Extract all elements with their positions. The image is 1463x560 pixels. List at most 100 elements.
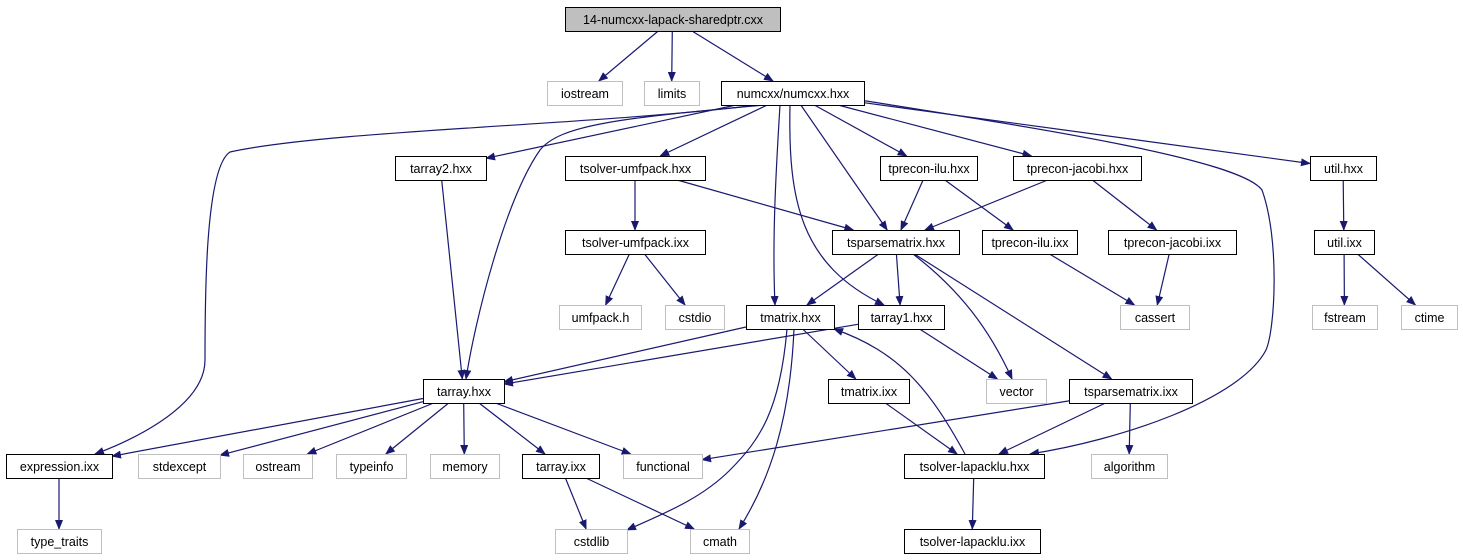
node-label: tprecon-jacobi.hxx bbox=[1027, 162, 1129, 176]
edge-numcxx-to-tarray1 bbox=[789, 104, 885, 306]
node-vector: vector bbox=[986, 379, 1047, 404]
edge-tsparsematrix-ixx-to-tsolver-lapacklu bbox=[998, 402, 1106, 455]
node-util-ixx[interactable]: util.ixx bbox=[1314, 230, 1375, 255]
node-tmatrix-ixx[interactable]: tmatrix.ixx bbox=[828, 379, 910, 404]
node-tprecon-ilu[interactable]: tprecon-ilu.hxx bbox=[880, 156, 978, 181]
node-box bbox=[721, 81, 865, 106]
node-functional: functional bbox=[623, 454, 703, 479]
node-ostream: ostream bbox=[243, 454, 313, 479]
node-tprecon-jacobi[interactable]: tprecon-jacobi.hxx bbox=[1013, 156, 1142, 181]
node-util-hxx[interactable]: util.hxx bbox=[1310, 156, 1377, 181]
node-box bbox=[690, 529, 750, 554]
edge-root-to-numcxx bbox=[691, 30, 774, 82]
node-tsolver-lapacklu[interactable]: tsolver-lapacklu.hxx bbox=[904, 454, 1045, 479]
node-expression[interactable]: expression.ixx bbox=[6, 454, 113, 479]
edge-tsparsematrix-ixx-to-algorithm bbox=[1125, 402, 1134, 455]
node-label: tsolver-lapacklu.ixx bbox=[920, 535, 1026, 549]
node-tarray-ixx[interactable]: tarray.ixx bbox=[522, 454, 600, 479]
node-tsolver-umfpack-ixx[interactable]: tsolver-umfpack.ixx bbox=[565, 230, 706, 255]
edge-tarray1-to-vector bbox=[919, 328, 999, 380]
node-box bbox=[982, 230, 1078, 255]
node-label: ctime bbox=[1415, 311, 1445, 325]
node-label: tarray.ixx bbox=[536, 460, 587, 474]
node-label: util.ixx bbox=[1327, 236, 1362, 250]
edge-tmatrix-to-tarray bbox=[503, 326, 747, 384]
node-label: cassert bbox=[1135, 311, 1176, 325]
edge-tarray-to-tarray-ixx bbox=[478, 402, 546, 455]
node-label: fstream bbox=[1324, 311, 1366, 325]
node-box bbox=[832, 230, 960, 255]
node-label: tprecon-ilu.hxx bbox=[888, 162, 970, 176]
node-cstdlib: cstdlib bbox=[555, 529, 628, 554]
edge-tsparsematrix-to-tsparsematrix-ixx bbox=[914, 253, 1113, 380]
node-box bbox=[1120, 305, 1190, 330]
node-cmath: cmath bbox=[690, 529, 750, 554]
edge-numcxx-to-tsparsematrix bbox=[800, 104, 888, 231]
edge-tarray-to-typeinfo bbox=[385, 402, 450, 455]
node-cstdio: cstdio bbox=[665, 305, 725, 330]
edge-tmatrix-ixx-to-tsolver-lapacklu bbox=[885, 402, 958, 455]
edge-tprecon-ilu-to-tsparsematrix bbox=[900, 179, 924, 231]
edge-tsparsematrix-to-tmatrix bbox=[806, 253, 879, 306]
node-box bbox=[623, 454, 703, 479]
node-label: ostream bbox=[255, 460, 300, 474]
node-label: memory bbox=[442, 460, 488, 474]
node-tmatrix[interactable]: tmatrix.hxx bbox=[746, 305, 835, 330]
edge-tmatrix-to-cmath bbox=[738, 328, 795, 530]
node-box bbox=[430, 454, 500, 479]
node-box bbox=[1401, 305, 1458, 330]
node-box bbox=[746, 305, 835, 330]
node-box bbox=[138, 454, 221, 479]
node-tarray[interactable]: tarray.hxx bbox=[423, 379, 505, 404]
node-tsolver-umfpack[interactable]: tsolver-umfpack.hxx bbox=[565, 156, 706, 181]
edge-numcxx-to-expression bbox=[94, 104, 758, 455]
node-box bbox=[395, 156, 487, 181]
edge-tprecon-jacobi-to-tsparsematrix bbox=[923, 179, 1048, 231]
edge-tsparsematrix-to-tarray1 bbox=[895, 253, 904, 306]
node-tsolver-lapacklu-ixx[interactable]: tsolver-lapacklu.ixx bbox=[904, 529, 1041, 554]
node-label: tsolver-lapacklu.hxx bbox=[920, 460, 1031, 474]
edge-tarray-to-stdexcept bbox=[219, 401, 424, 457]
node-box bbox=[1314, 230, 1375, 255]
node-box bbox=[522, 454, 600, 479]
node-box bbox=[1310, 156, 1377, 181]
node-box bbox=[828, 379, 910, 404]
edge-util-ixx-to-ctime bbox=[1357, 253, 1417, 306]
edge-tsolver-lapacklu-to-tsolver-lapacklu-ixx bbox=[968, 477, 977, 530]
edge-tarray-ixx-to-cmath bbox=[585, 477, 696, 530]
node-label: limits bbox=[658, 87, 686, 101]
node-box bbox=[565, 230, 706, 255]
node-label: numcxx/numcxx.hxx bbox=[737, 87, 850, 101]
edges-layer bbox=[55, 30, 1417, 531]
edge-root-to-limits bbox=[667, 30, 676, 82]
node-type-traits: type_traits bbox=[17, 529, 102, 554]
node-label: cstdlib bbox=[574, 535, 609, 549]
node-box bbox=[336, 454, 407, 479]
node-box bbox=[644, 81, 700, 106]
node-label: expression.ixx bbox=[20, 460, 100, 474]
edge-tarray-ixx-to-cstdlib bbox=[564, 477, 587, 530]
node-label: tmatrix.hxx bbox=[760, 311, 821, 325]
edge-numcxx-to-tsolver-lapacklu bbox=[859, 99, 1275, 457]
node-tsparsematrix[interactable]: tsparsematrix.hxx bbox=[832, 230, 960, 255]
node-box bbox=[555, 529, 628, 554]
node-limits: limits bbox=[644, 81, 700, 106]
edge-numcxx-to-tarray bbox=[463, 104, 766, 380]
node-box bbox=[904, 529, 1041, 554]
node-tsparsematrix-ixx[interactable]: tsparsematrix.ixx bbox=[1069, 379, 1193, 404]
edge-tprecon-ilu-to-tprecon-ilu-ixx bbox=[944, 179, 1014, 231]
node-label: tmatrix.ixx bbox=[841, 385, 898, 399]
node-root[interactable]: 14-numcxx-lapack-sharedptr.cxx bbox=[565, 7, 781, 32]
node-box bbox=[858, 305, 945, 330]
node-tarray1[interactable]: tarray1.hxx bbox=[858, 305, 945, 330]
node-numcxx[interactable]: numcxx/numcxx.hxx bbox=[721, 81, 865, 106]
node-algorithm: algorithm bbox=[1091, 454, 1168, 479]
node-label: tarray1.hxx bbox=[871, 311, 934, 325]
node-tprecon-ilu-ixx[interactable]: tprecon-ilu.ixx bbox=[982, 230, 1078, 255]
node-box bbox=[559, 305, 642, 330]
node-tarray2[interactable]: tarray2.hxx bbox=[395, 156, 487, 181]
edge-tarray2-to-tarray bbox=[441, 179, 466, 380]
node-fstream: fstream bbox=[1312, 305, 1378, 330]
node-tprecon-jacobi-ixx[interactable]: tprecon-jacobi.ixx bbox=[1108, 230, 1237, 255]
node-box bbox=[1108, 230, 1237, 255]
